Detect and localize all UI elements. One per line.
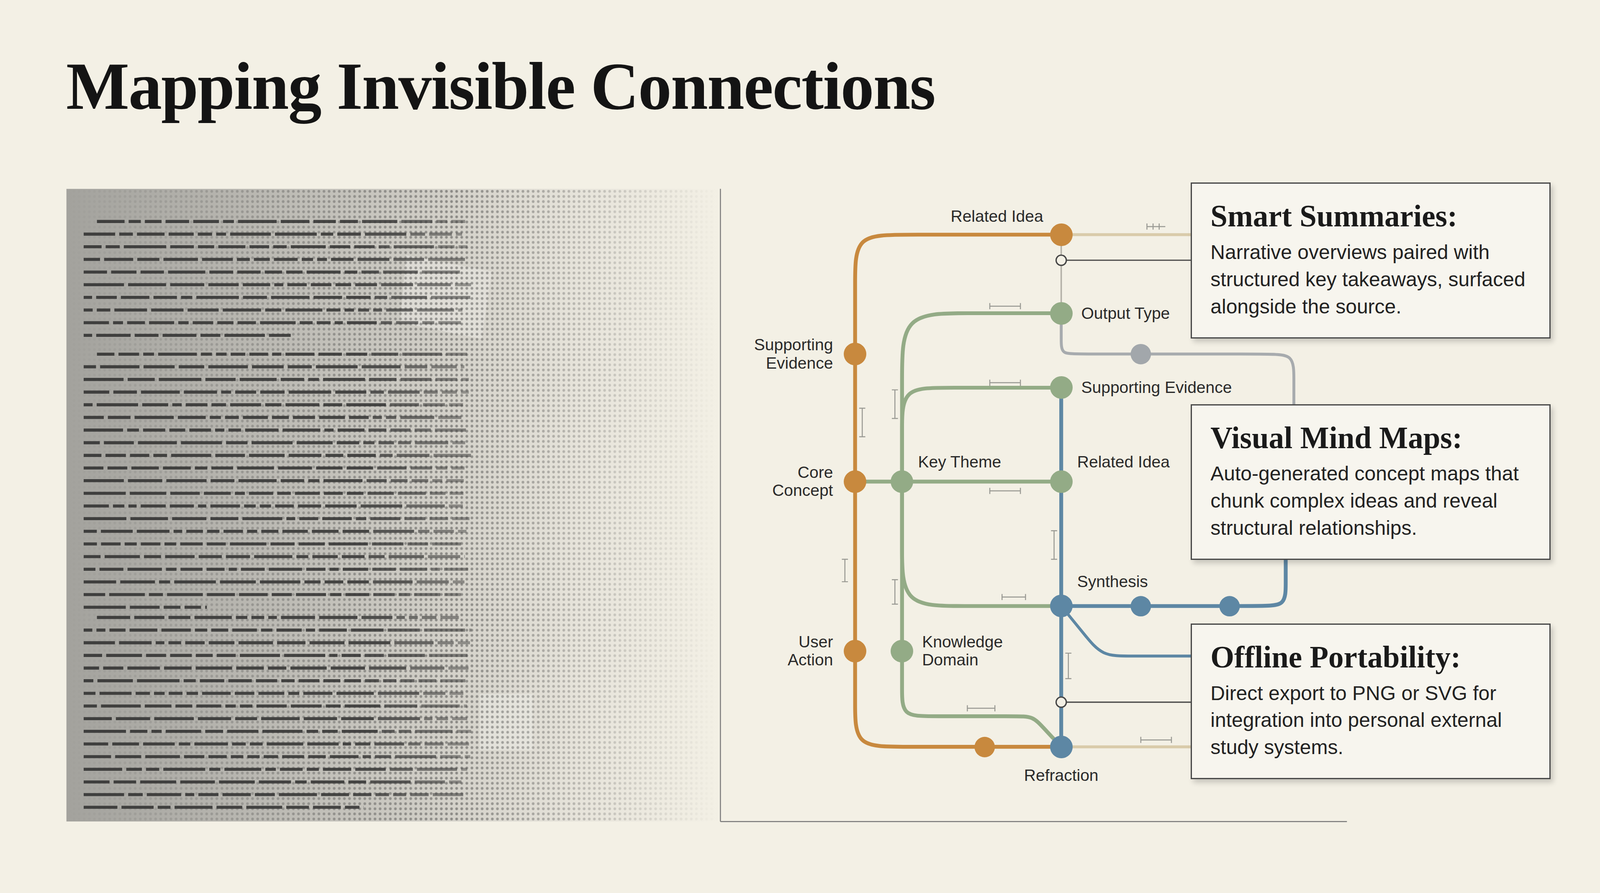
station-label: Supporting Evidence (732, 335, 835, 373)
station-label: User Action (752, 632, 835, 670)
station-label: Core Concept (732, 463, 835, 500)
callout-body: Auto-generated concept maps that chunk c… (1210, 460, 1531, 542)
station-label: Supporting Evidence (1079, 378, 1234, 398)
leader-line (1066, 701, 1191, 703)
station-label: Synthesis (1075, 572, 1150, 591)
divider-line (719, 188, 721, 822)
connector-line (1059, 617, 1064, 736)
station-dot: Refraction (1050, 735, 1073, 759)
connector-line (1072, 233, 1192, 237)
connector-line (1072, 745, 1192, 749)
station-label: Key Theme (916, 453, 1003, 472)
station-label: Related Idea (1075, 453, 1172, 472)
junction-ring (1055, 697, 1066, 708)
station-dot: User Action (843, 639, 867, 663)
illustration-ground (66, 188, 720, 822)
connector-line (1059, 398, 1064, 470)
station-dot: Key Theme (890, 470, 914, 494)
connector-line (855, 662, 1050, 748)
halftone-overlay (66, 188, 720, 822)
page-title: Mapping Invisible Connections (66, 49, 935, 124)
connector-line (901, 662, 1054, 739)
connector-line (853, 493, 858, 640)
station-dot: Output Type (1050, 302, 1073, 325)
callout-heading: Smart Summaries: (1210, 198, 1531, 234)
waypoint-dot (1130, 595, 1151, 617)
divider-line (720, 821, 1347, 822)
station-dot: Knowledge Domain (890, 639, 914, 663)
station-dot: Supporting Evidence (843, 342, 867, 366)
station-dot: Synthesis (1050, 594, 1073, 618)
callout-body: Narrative overviews paired with structur… (1210, 238, 1531, 321)
station-dot: Core Concept (843, 470, 867, 494)
connector-line (901, 493, 1050, 607)
station-label: Refraction (1022, 766, 1101, 785)
connector-line (913, 479, 1050, 484)
station-label: Related Idea (948, 207, 1045, 226)
callout-body: Direct export to PNG or SVG for integrat… (1210, 680, 1531, 762)
illustration-group (66, 188, 720, 822)
station-dot: Supporting Evidence (1050, 376, 1073, 399)
feature-callout-box: Offline Portability: Direct export to PNG… (1190, 623, 1551, 780)
station-dot: Related Idea (1050, 470, 1073, 494)
callout-heading: Visual Mind Maps: (1210, 420, 1531, 456)
leader-line (1066, 259, 1191, 261)
connector-line (1059, 493, 1064, 595)
feature-callout-box: Visual Mind Maps: Auto-generated concept … (1190, 404, 1551, 560)
connector-line (1068, 614, 1192, 657)
connector-line (901, 313, 1050, 471)
connector-line (1072, 559, 1286, 607)
waypoint-dot (974, 737, 995, 758)
junction-ring (1055, 255, 1066, 266)
station-label: Output Type (1079, 304, 1172, 323)
feature-callout-box: Smart Summaries: Narrative overviews pair… (1190, 182, 1551, 339)
connector-line (1060, 246, 1062, 303)
callout-heading: Offline Portability: (1210, 639, 1531, 676)
station-label: Knowledge Domain (920, 632, 1023, 670)
connector-line (866, 479, 891, 484)
station-dot: Related Idea (1050, 223, 1073, 247)
tick-marks (841, 223, 1172, 743)
connector-line (853, 365, 858, 471)
waypoint-dot (1130, 344, 1151, 365)
waypoint-dot (1219, 595, 1241, 617)
connector-line (855, 234, 1050, 343)
